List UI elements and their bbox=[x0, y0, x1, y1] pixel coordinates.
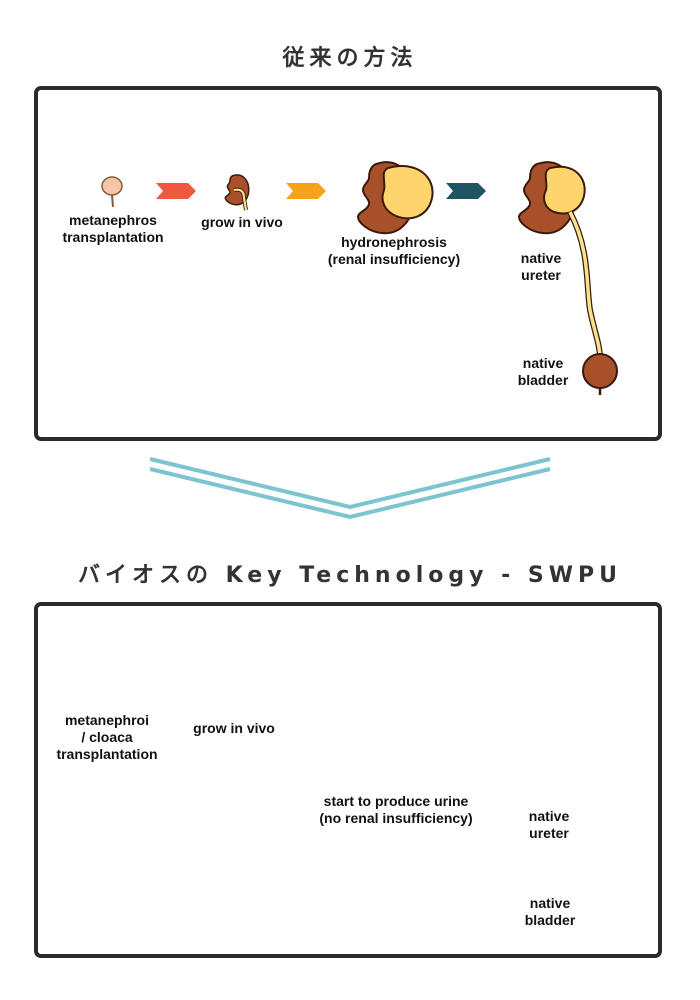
grow-in-vivo-label: grow in vivo bbox=[201, 214, 283, 230]
native-ureter-label: native ureter bbox=[528, 808, 570, 841]
kidney-icon bbox=[518, 161, 586, 235]
step-arrow-icon bbox=[156, 183, 196, 199]
hydronephrosis-label: hydronephrosis (renal insufficiency) bbox=[327, 234, 461, 267]
step-arrow-icon bbox=[286, 183, 326, 199]
conventional-method-title: 従来の方法 bbox=[282, 46, 418, 71]
native-ureter-label: native ureter bbox=[520, 250, 562, 283]
native-bladder-label: native bladder bbox=[517, 355, 569, 388]
metanephros-transplant-label: metanephros transplantation bbox=[62, 212, 164, 245]
swpu-technology-panel bbox=[34, 602, 662, 958]
step-arrow-icon bbox=[446, 183, 486, 199]
produce-urine-label: start to produce urine (no renal insuffi… bbox=[319, 793, 473, 826]
swpu-technology-title: バイオスの Key Technology - SWPU bbox=[77, 563, 623, 588]
grow-in-vivo-label: grow in vivo bbox=[193, 720, 275, 736]
chevron-down-icon bbox=[149, 457, 551, 520]
bladder-icon bbox=[582, 353, 618, 395]
metanephros-icon bbox=[101, 176, 123, 208]
native-bladder-label: native bladder bbox=[524, 895, 576, 928]
conventional-method-panel bbox=[34, 86, 662, 441]
metanephroi-transplant-label: metanephroi / cloaca transplantation bbox=[56, 712, 158, 762]
kidney-icon bbox=[224, 174, 250, 211]
kidney-icon bbox=[357, 161, 434, 235]
